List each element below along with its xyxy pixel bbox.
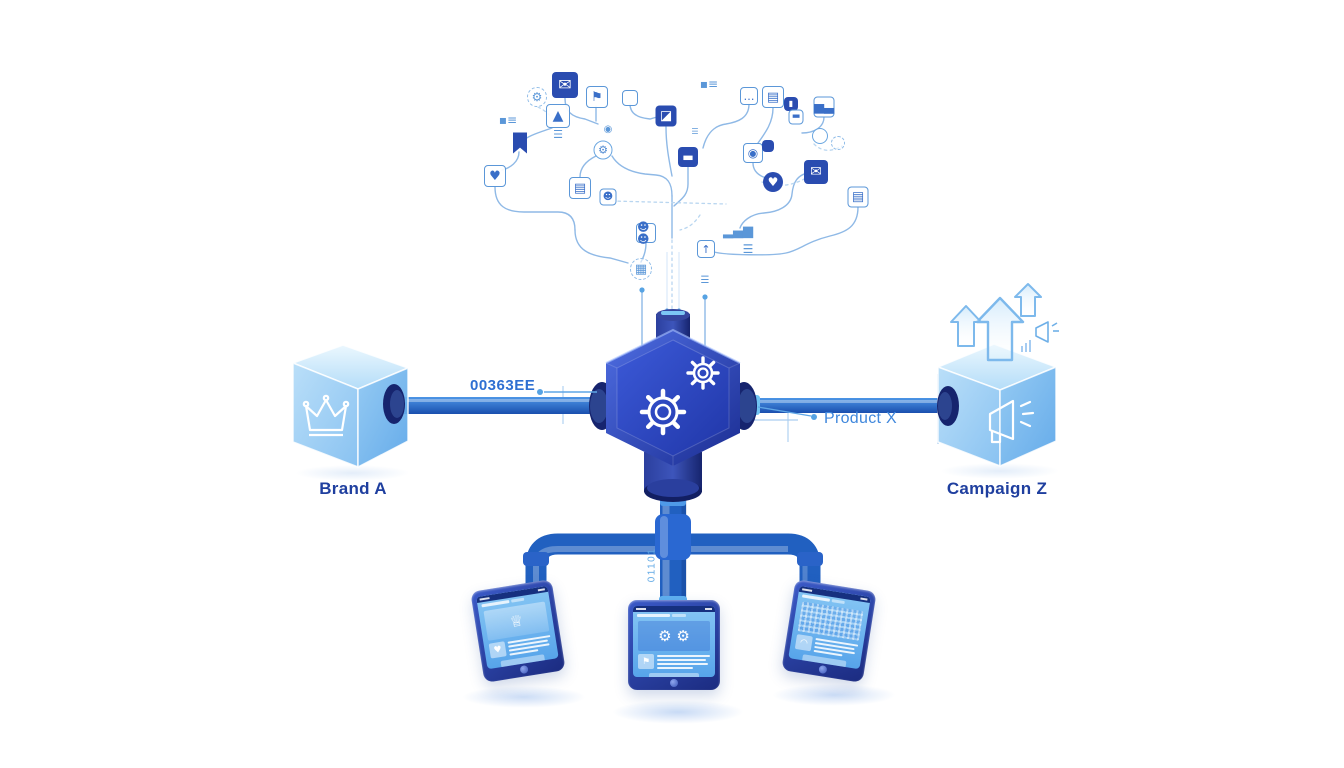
megaphone-icon bbox=[988, 399, 1035, 444]
cube-right-shadow bbox=[940, 463, 1060, 479]
tablet-right-shadow bbox=[772, 684, 896, 706]
tablet-title-bar bbox=[637, 614, 711, 618]
tablet-right-screen: ◠ bbox=[788, 585, 871, 670]
tablet-left-screen: ♕ ♥ bbox=[476, 585, 559, 670]
pipe-brand-to-hub bbox=[394, 394, 600, 416]
tablet-left-shadow bbox=[462, 686, 586, 708]
mini-bars-icon bbox=[1021, 340, 1031, 352]
heart-thumb-icon: ♥ bbox=[488, 641, 507, 659]
tablet-right: ◠ bbox=[781, 579, 877, 683]
hub-hexagon bbox=[605, 328, 741, 466]
mini-megaphone-icon bbox=[1035, 321, 1059, 343]
code-label: 00363EE bbox=[470, 377, 536, 394]
gears-icon bbox=[639, 356, 720, 436]
text-lines bbox=[657, 654, 710, 669]
gears-hero-image: ⚙ ⚙ bbox=[638, 621, 710, 651]
cube-campaign bbox=[937, 343, 1057, 467]
hub-connectors bbox=[589, 309, 757, 502]
growth-arrows bbox=[950, 283, 1059, 362]
image-thumb-icon: ◠ bbox=[794, 634, 813, 652]
text-lines bbox=[507, 634, 552, 656]
binary-label: 01101 bbox=[646, 547, 658, 583]
tablet-middle-screen: ⚙ ⚙ ⚑ bbox=[633, 606, 715, 677]
crown-icon bbox=[302, 394, 350, 437]
tablet-middle-shadow bbox=[612, 700, 744, 724]
tablet-status-bar bbox=[633, 606, 715, 612]
tablet-middle: ⚙ ⚙ ⚑ bbox=[628, 600, 720, 690]
cta-button-bar bbox=[648, 673, 700, 677]
home-button bbox=[519, 664, 529, 675]
product-x-label: Product X bbox=[824, 410, 897, 427]
home-button bbox=[818, 664, 828, 675]
home-button bbox=[670, 679, 678, 687]
text-lines bbox=[813, 637, 859, 659]
flag-thumb-icon: ⚑ bbox=[638, 654, 654, 669]
brand-a-label: Brand A bbox=[319, 479, 387, 498]
tablet-left: ♕ ♥ bbox=[470, 579, 566, 683]
campaign-z-label: Campaign Z bbox=[946, 479, 1048, 498]
leader-lines bbox=[537, 389, 817, 420]
cube-brand bbox=[292, 344, 409, 468]
cube-left-shadow bbox=[295, 465, 410, 481]
content-row: ⚑ bbox=[638, 654, 710, 669]
